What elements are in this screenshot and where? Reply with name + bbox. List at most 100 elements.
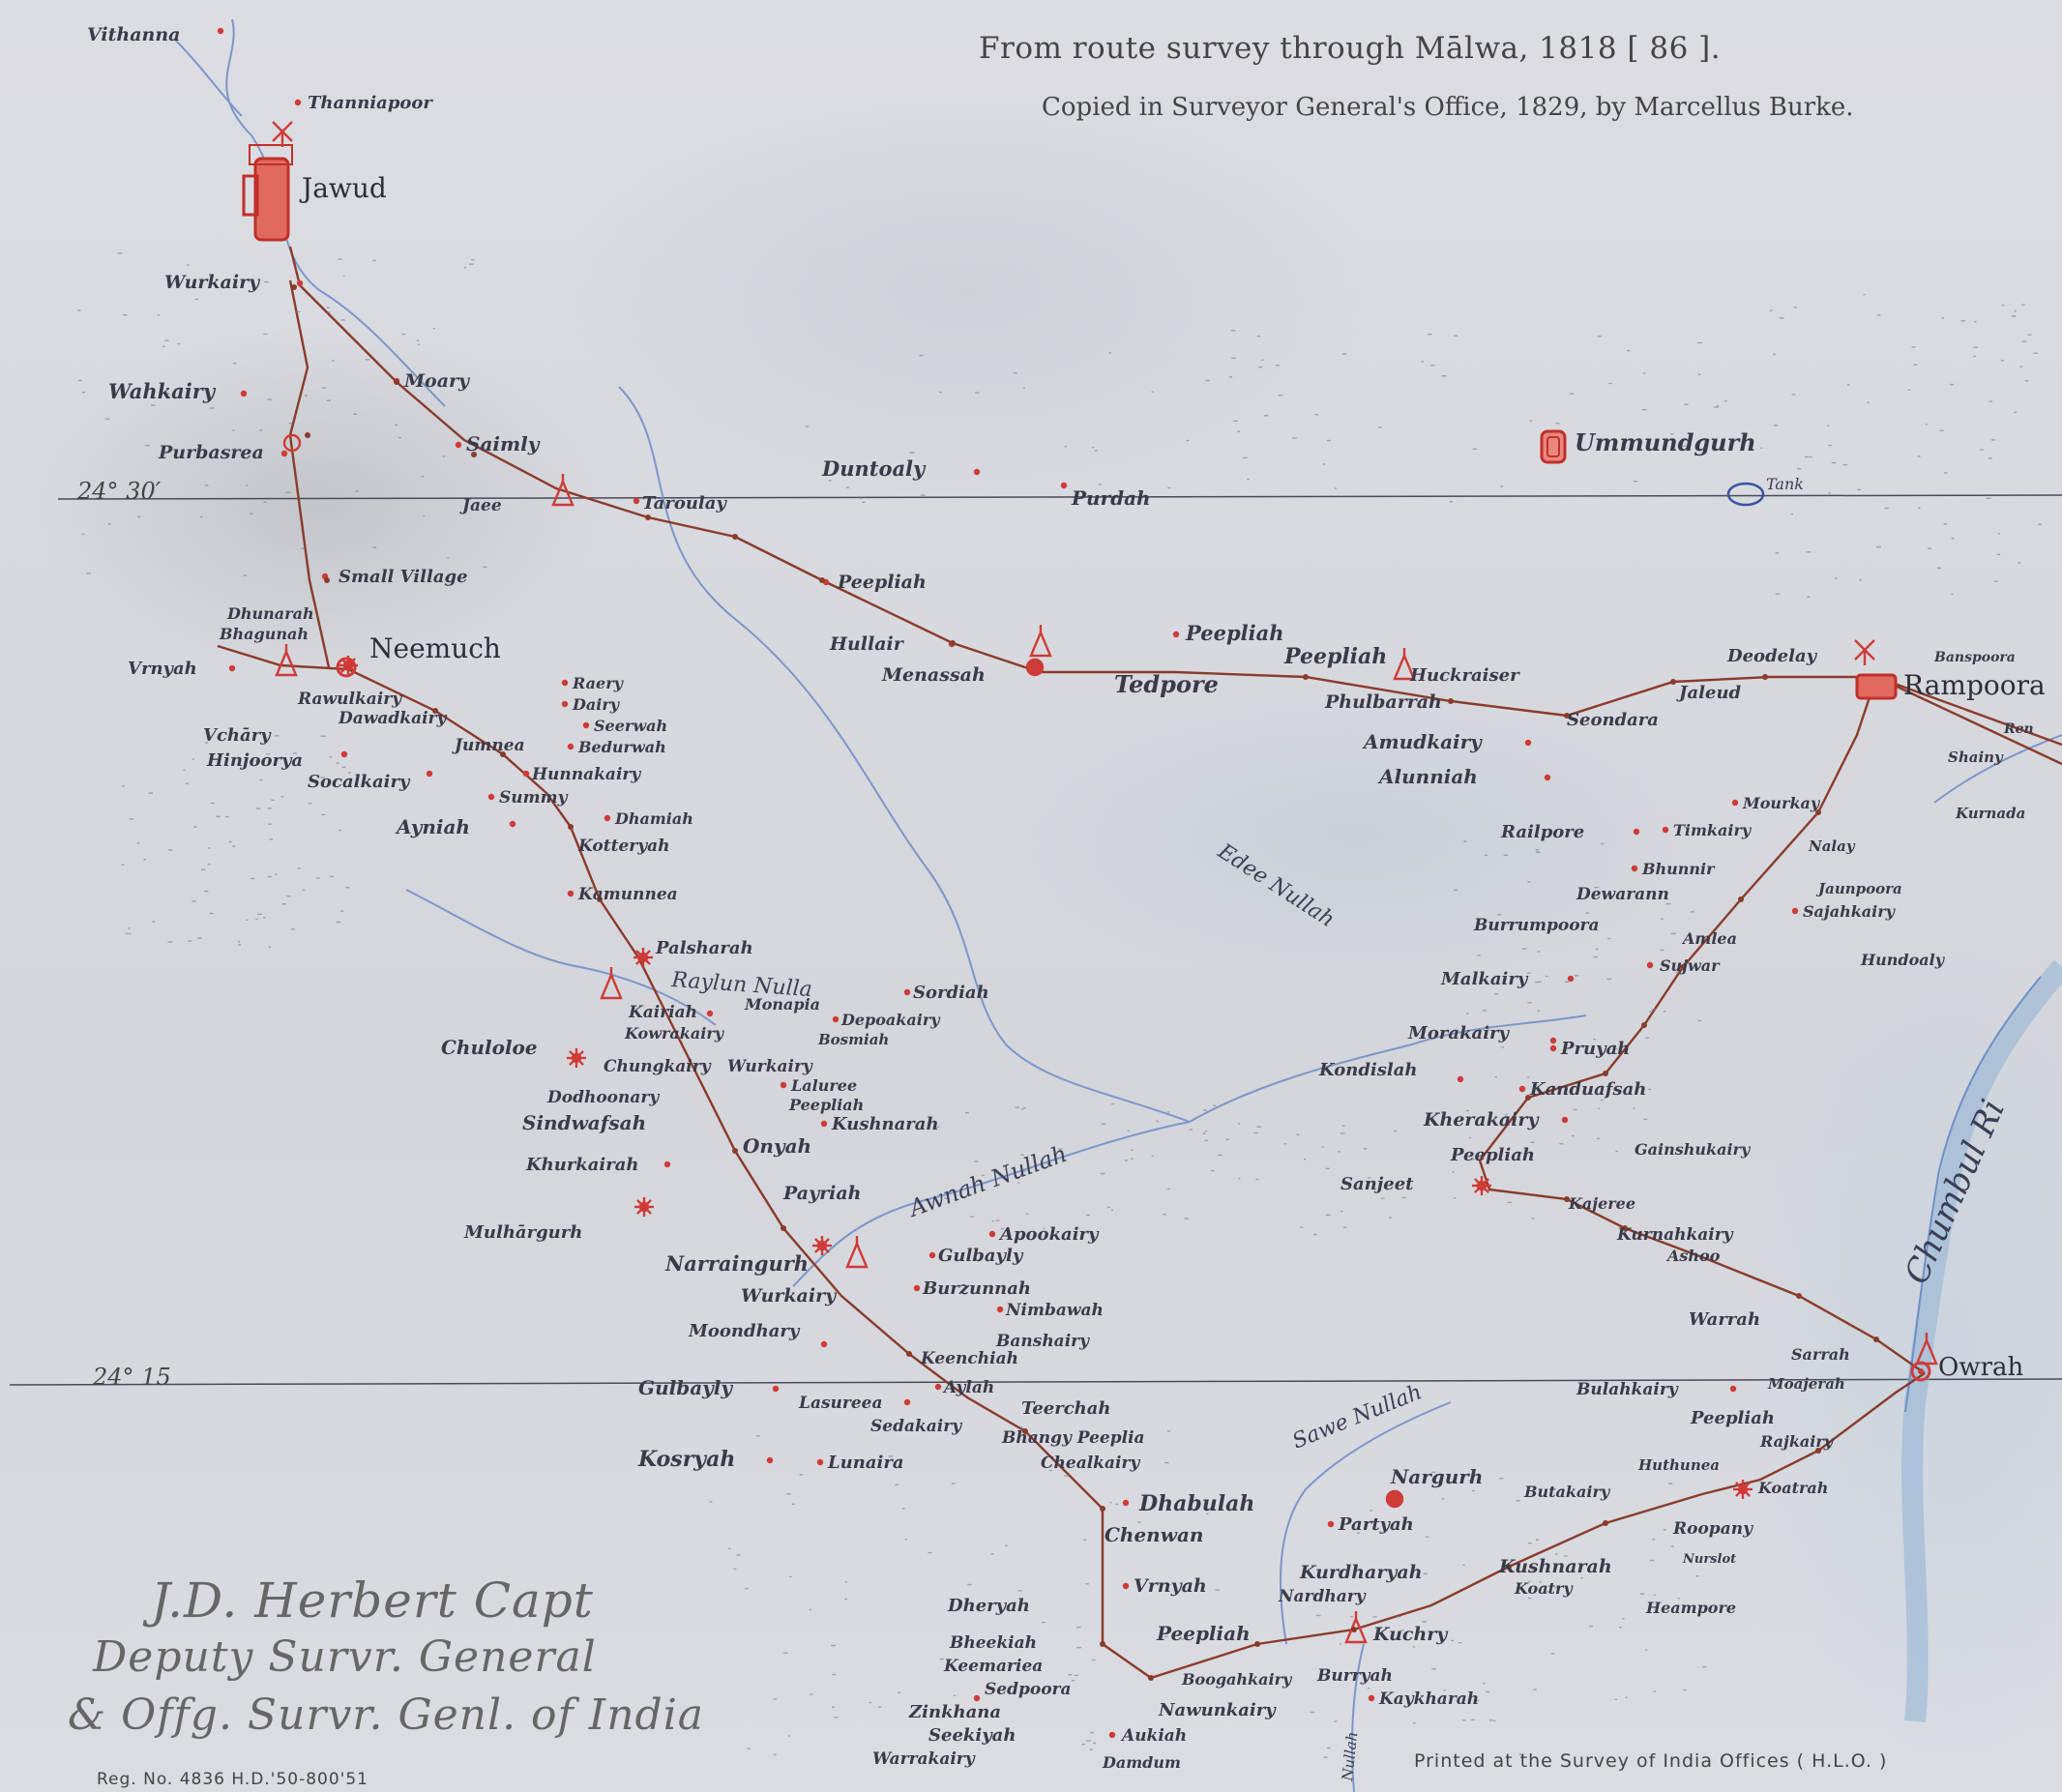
star-symbol (633, 948, 653, 967)
route-station-dot (732, 534, 738, 540)
place-label-nimbawah: Nimbawah (1005, 1301, 1104, 1320)
scrub-mark (1082, 1539, 1087, 1542)
scrub-mark (1606, 978, 1612, 981)
place-label-jumnea: Jumnea (452, 736, 525, 755)
place-label-malkairy: Malkairy (1440, 969, 1529, 989)
place-label-roopany: Roopany (1672, 1519, 1753, 1539)
village-dot-nimbawah (996, 1306, 1004, 1313)
scrub-mark (1468, 1480, 1472, 1482)
scrub-mark (121, 864, 125, 867)
scrub-mark (1090, 1731, 1094, 1734)
scrub-mark (1913, 364, 1918, 366)
scrub-mark (204, 742, 209, 744)
tank-icon (1726, 482, 1765, 507)
village-dot-moondhary (820, 1340, 828, 1348)
scrub-mark (1076, 1646, 1082, 1649)
scrub-mark (1527, 1076, 1530, 1078)
tent-symbol (551, 474, 574, 507)
scrub-mark (152, 921, 156, 923)
place-label-alunniah: Alunniah (1377, 765, 1478, 788)
scrub-mark (1683, 1689, 1687, 1691)
river-awnah (792, 1121, 1191, 1287)
scrub-mark (1665, 902, 1671, 905)
scrub-mark (259, 429, 263, 431)
scrub-mark (1643, 1118, 1648, 1121)
scrub-mark (736, 1554, 741, 1556)
tent-symbol (845, 1236, 869, 1269)
scrub-mark (995, 1219, 1000, 1221)
scrub-mark (143, 859, 146, 861)
place-label-sordiah: Sordiah (913, 983, 989, 1003)
place-label-peepliah-1: Peepliah (837, 572, 927, 593)
route-station-dot (1100, 1506, 1105, 1512)
village-dot-pruyah (1549, 1044, 1557, 1052)
scrub-mark (321, 813, 326, 816)
place-label-payriah: Payriah (782, 1183, 861, 1204)
route-station-dot (781, 1225, 786, 1231)
scrub-mark (235, 285, 239, 287)
place-label-chenwan: Chenwan (1105, 1523, 1203, 1546)
place-label-ashoo: Ashoo (1665, 1247, 1721, 1265)
place-label-onyah: Onyah (743, 1134, 811, 1158)
place-label-thanniapoor: Thanniapoor (308, 93, 433, 113)
scrub-mark (1211, 1169, 1215, 1172)
scrub-mark (1809, 455, 1812, 458)
place-label-raery: Raery (572, 674, 625, 692)
route-station-dot (906, 1351, 912, 1357)
place-label-rawulkairy: Rawulkairy (297, 690, 402, 709)
scrub-mark (1497, 914, 1502, 916)
river-raylun (405, 889, 717, 1026)
place-label-kushnarah-2: Kushnarah (1498, 1556, 1612, 1577)
scrub-mark (1007, 1664, 1011, 1667)
registration-number: Reg. No. 4836 H.D.'50-800'51 (97, 1770, 368, 1789)
scrub-mark (1531, 1218, 1535, 1219)
scrub-mark (953, 1694, 957, 1696)
scrub-mark (1564, 981, 1569, 984)
scrub-mark (951, 1483, 956, 1484)
village-dot-lunaira (816, 1458, 824, 1466)
village-dot-summy (487, 793, 495, 801)
scrub-mark (1283, 1143, 1286, 1145)
route-lines (217, 246, 2062, 1680)
place-label-kurnada: Kurnada (1955, 805, 2025, 822)
route-station-dot (568, 824, 574, 830)
village-dot-aukiah (1108, 1731, 1116, 1739)
scrub-mark (728, 1547, 731, 1550)
scrub-mark (1675, 971, 1680, 974)
place-label-moondhary: Moondhary (688, 1321, 801, 1341)
scrub-mark (1615, 1150, 1619, 1153)
scrub-mark (1595, 948, 1599, 951)
scrub-mark (1613, 448, 1619, 451)
scrub-mark (1663, 1011, 1666, 1013)
village-dot-ayniah (509, 820, 516, 828)
place-label-hullair: Hullair (829, 633, 905, 655)
scrub-mark (275, 873, 278, 875)
place-label-socalkairy: Socalkairy (308, 772, 411, 792)
scrub-mark (1023, 1107, 1026, 1109)
scrub-mark (2024, 380, 2029, 382)
scrub-mark (1115, 1503, 1119, 1506)
scrub-mark (1487, 1029, 1490, 1031)
place-label-wahkairy: Wahkairy (108, 379, 217, 403)
place-label-railpore: Railpore (1500, 822, 1584, 842)
scrub-mark (1090, 1236, 1096, 1238)
scrub-mark (1110, 1102, 1115, 1105)
scrub-mark (1230, 330, 1236, 332)
village-dot-hunnakairy (522, 770, 530, 778)
route-station-dot (305, 432, 310, 438)
place-label-deodelay: Deodelay (1726, 646, 1818, 666)
scrub-mark (1233, 420, 1238, 423)
scrub-mark (1574, 975, 1579, 977)
route-station-dot (1680, 964, 1686, 970)
scrub-mark (1806, 551, 1812, 553)
scrub-mark (1367, 1687, 1370, 1689)
scrub-mark (1500, 1046, 1504, 1048)
place-label-kosryah: Kosryah (637, 1447, 735, 1472)
scrub-mark (214, 448, 219, 450)
scrub-mark (1555, 423, 1560, 425)
scrub-mark (1422, 1621, 1427, 1623)
scrub-mark (1137, 1521, 1141, 1523)
scrub-mark (1340, 1132, 1345, 1134)
scrub-mark (250, 877, 255, 880)
scrub-mark (1231, 357, 1236, 359)
